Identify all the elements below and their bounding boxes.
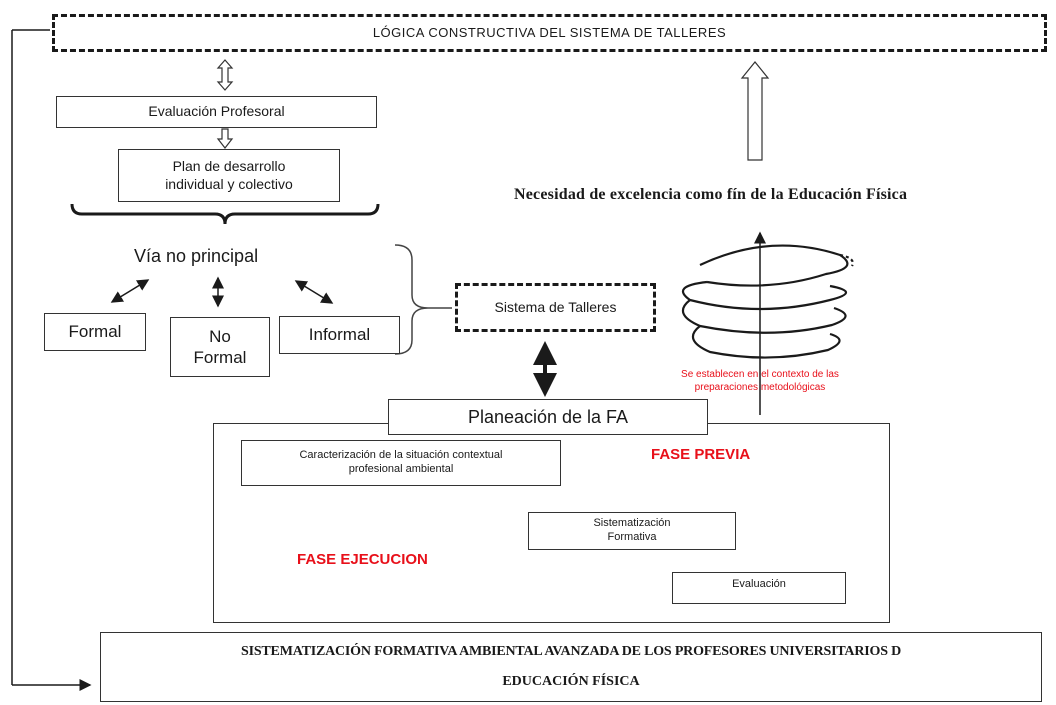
- curly-brace: [70, 203, 380, 225]
- no-formal-line1: No: [209, 326, 231, 346]
- spiral-icon: [681, 244, 854, 359]
- top-box: LÓGICA CONSTRUCTIVA DEL SISTEMA DE TALLE…: [52, 14, 1047, 52]
- caracterizacion-box: Caracterización de la situación contextu…: [241, 440, 561, 486]
- planeacion-box: Planeación de la FA: [388, 399, 708, 435]
- plan-line2: individual y colectivo: [165, 175, 293, 192]
- formal-label: Formal: [68, 322, 122, 342]
- spiral-note: Se establecen en el contexto de las prep…: [630, 368, 890, 394]
- top-box-label: LÓGICA CONSTRUCTIVA DEL SISTEMA DE TALLE…: [372, 24, 727, 40]
- evaluacion-profesoral-box: Evaluación Profesoral: [56, 96, 377, 128]
- caracterizacion-line2: profesional ambiental: [348, 463, 454, 475]
- planeacion-label: Planeación de la FA: [467, 406, 629, 427]
- fase-ejecucion-label: FASE EJECUCION: [297, 551, 428, 568]
- plan-desarrollo-box: Plan de desarrollo individual y colectiv…: [118, 149, 340, 202]
- informal-label: Informal: [308, 325, 371, 345]
- feedback-loop-line: [11, 29, 92, 691]
- evaluacion-box: Evaluación: [672, 572, 846, 604]
- sistema-talleres-label: Sistema de Talleres: [494, 298, 617, 315]
- spiral-note-line1: Se establecen en el contexto de las: [681, 369, 839, 380]
- double-hollow-arrow: [216, 59, 234, 91]
- sistematizacion-line1: Sistematización: [593, 517, 671, 530]
- sistematizacion-box: Sistematización Formativa: [528, 512, 736, 550]
- no-formal-box: No Formal: [170, 317, 270, 377]
- formal-box: Formal: [44, 313, 146, 351]
- bottom-line1: SISTEMATIZACIÓN FORMATIVA AMBIENTAL AVAN…: [241, 644, 901, 660]
- sistema-talleres-box: Sistema de Talleres: [455, 283, 656, 332]
- necesidad-label: Necesidad de excelencia como fín de la E…: [514, 186, 908, 203]
- hollow-up-arrow: [740, 61, 770, 161]
- plan-line1: Plan de desarrollo: [172, 158, 286, 174]
- no-formal-line2: Formal: [193, 348, 247, 367]
- bottom-line2: EDUCACIÓN FÍSICA: [502, 674, 640, 690]
- bottom-box: SISTEMATIZACIÓN FORMATIVA AMBIENTAL AVAN…: [100, 632, 1042, 702]
- sistematizacion-line2: Formativa: [607, 531, 657, 543]
- evaluacion-profesoral-label: Evaluación Profesoral: [148, 103, 285, 120]
- via-no-principal-label: Vía no principal: [134, 246, 259, 266]
- fase-previa-label: FASE PREVIA: [651, 446, 751, 463]
- hollow-down-arrow: [216, 128, 234, 149]
- evaluacion-label: Evaluación: [732, 578, 786, 590]
- caracterizacion-line1: Caracterización de la situación contextu…: [299, 449, 503, 462]
- informal-box: Informal: [279, 316, 400, 354]
- spiral-note-line2: preparaciones metodológicas: [694, 382, 826, 393]
